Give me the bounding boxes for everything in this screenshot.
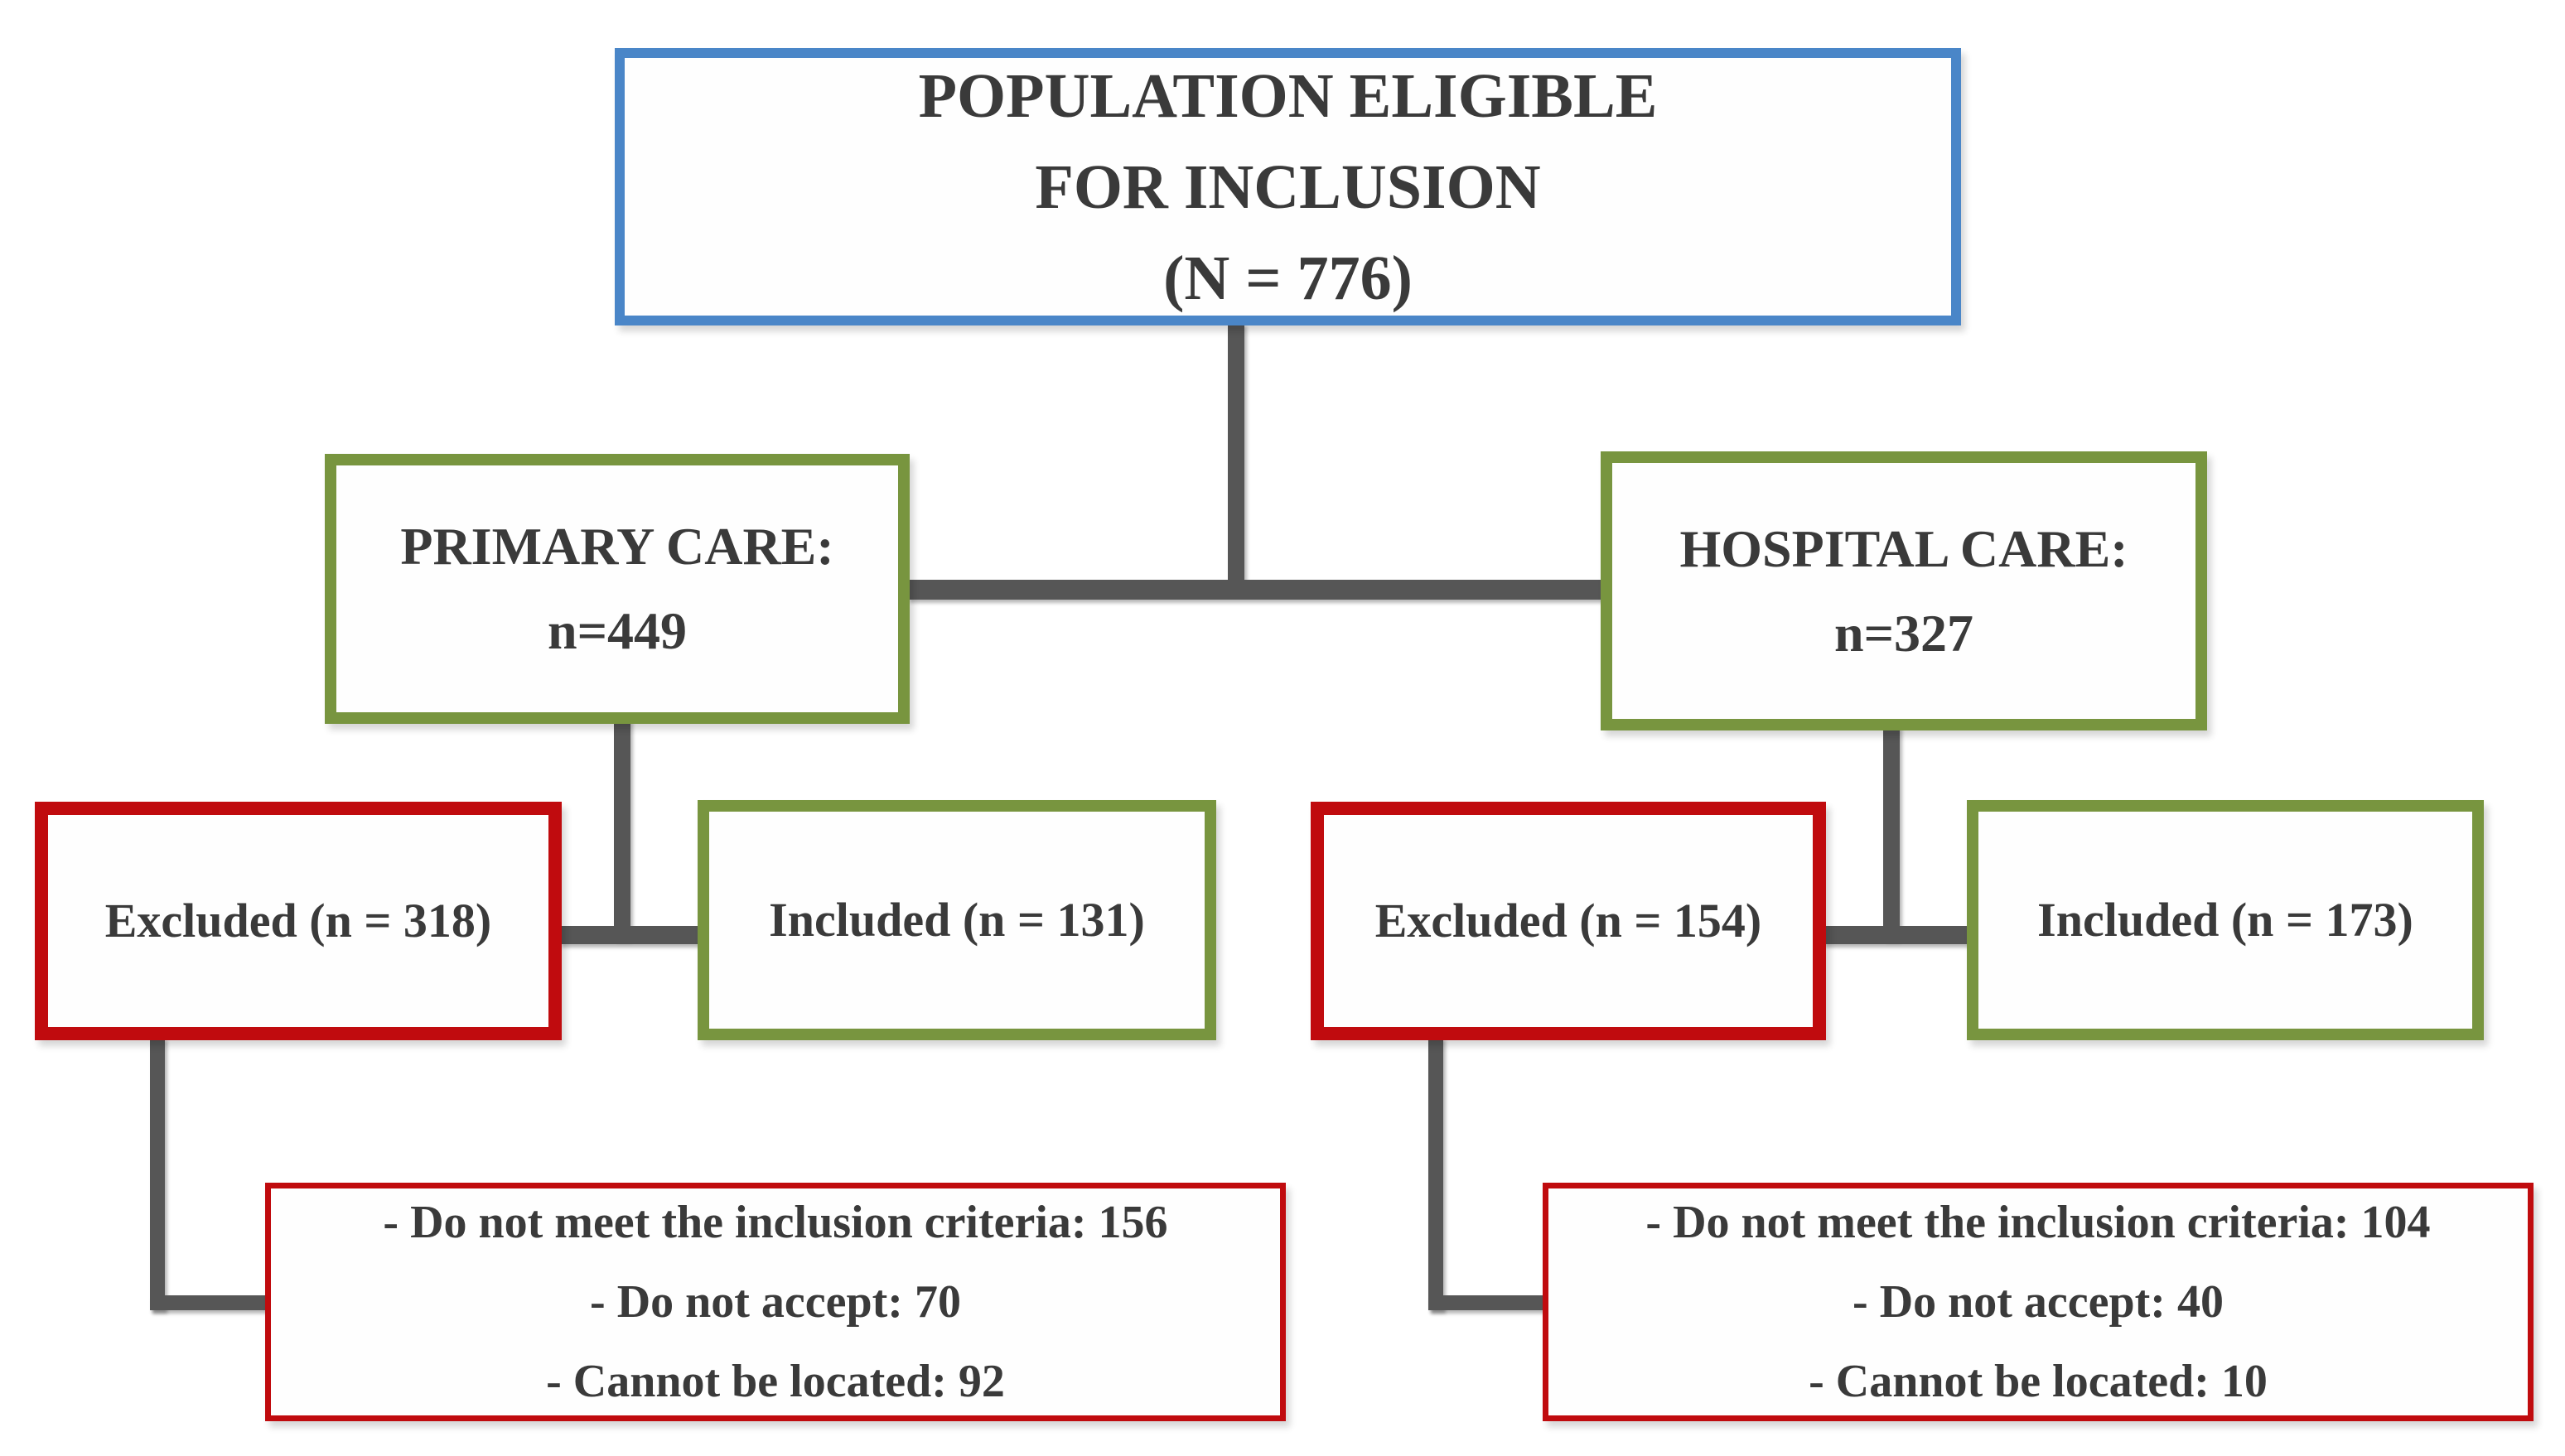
connector-top-vertical bbox=[1228, 323, 1244, 590]
excluded-primary-box: Excluded (n = 318) bbox=[35, 802, 562, 1040]
hospital-care-box: HOSPITAL CARE: n=327 bbox=[1601, 451, 2207, 730]
connector-hospital-horizontal bbox=[1823, 926, 1968, 944]
hospital-care-title: HOSPITAL CARE: bbox=[1679, 507, 2128, 591]
exclusion-reason-primary-3: - Cannot be located: 92 bbox=[546, 1342, 1005, 1421]
exclusion-reason-primary-2: - Do not accept: 70 bbox=[590, 1262, 961, 1342]
primary-care-box: PRIMARY CARE: n=449 bbox=[325, 454, 910, 724]
connector-primary-horizontal bbox=[559, 926, 700, 944]
included-primary-box: Included (n = 131) bbox=[698, 800, 1216, 1040]
population-eligible-line-1: POPULATION ELIGIBLE bbox=[919, 51, 1658, 142]
included-primary-label: Included (n = 131) bbox=[769, 891, 1145, 949]
primary-care-count: n=449 bbox=[548, 589, 687, 673]
population-eligible-line-2: FOR INCLUSION bbox=[1035, 142, 1540, 233]
excluded-hospital-label: Excluded (n = 154) bbox=[1375, 892, 1762, 950]
connector-primary-vertical bbox=[614, 719, 630, 939]
population-eligible-line-3: (N = 776) bbox=[1163, 233, 1413, 324]
exclusion-reason-hospital-2: - Do not accept: 40 bbox=[1852, 1262, 2224, 1342]
excluded-primary-label: Excluded (n = 318) bbox=[105, 892, 492, 950]
connector-top-horizontal bbox=[907, 580, 1603, 600]
exclusion-reasons-primary-box: - Do not meet the inclusion criteria: 15… bbox=[265, 1183, 1286, 1421]
exclusion-reason-primary-1: - Do not meet the inclusion criteria: 15… bbox=[383, 1183, 1167, 1262]
connector-excluded-primary-elbow-horizontal bbox=[150, 1295, 268, 1310]
excluded-hospital-box: Excluded (n = 154) bbox=[1311, 802, 1826, 1040]
population-eligible-box: POPULATION ELIGIBLE FOR INCLUSION (N = 7… bbox=[615, 48, 1961, 325]
included-hospital-label: Included (n = 173) bbox=[2037, 891, 2413, 949]
included-hospital-box: Included (n = 173) bbox=[1967, 800, 2484, 1040]
exclusion-reason-hospital-3: - Cannot be located: 10 bbox=[1809, 1342, 2268, 1421]
connector-hospital-vertical bbox=[1883, 726, 1900, 939]
connector-excluded-hospital-elbow-vertical bbox=[1428, 1037, 1443, 1310]
connector-excluded-hospital-elbow-horizontal bbox=[1428, 1295, 1546, 1310]
exclusion-reasons-hospital-box: - Do not meet the inclusion criteria: 10… bbox=[1543, 1183, 2534, 1421]
hospital-care-count: n=327 bbox=[1834, 591, 1973, 676]
primary-care-title: PRIMARY CARE: bbox=[400, 504, 833, 589]
connector-excluded-primary-elbow-vertical bbox=[150, 1037, 165, 1310]
exclusion-reason-hospital-1: - Do not meet the inclusion criteria: 10… bbox=[1645, 1183, 2430, 1262]
